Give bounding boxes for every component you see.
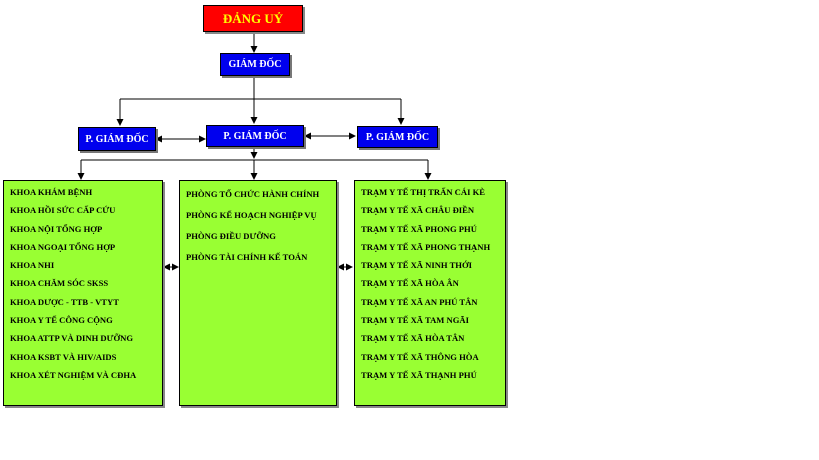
list-item: KHOA DƯỢC - TTB - VTYT <box>10 296 119 307</box>
list-item: TRẠM Y TẾ XÃ HÒA TÂN <box>361 333 465 344</box>
list-item: KHOA HỒI SỨC CẤP CỨU <box>10 205 116 216</box>
list-item: TRẠM Y TẾ THỊ TRẤN CÁI KÈ <box>361 187 485 197</box>
list-item: KHOA Y TẾ CÔNG CỘNG <box>10 315 113 326</box>
deputy-director-left: P. GIÁM ĐỐC <box>78 127 156 151</box>
list-item: PHÒNG KẾ HOẠCH NGHIỆP VỤ <box>186 210 317 220</box>
tram-panel: TRẠM Y TẾ THỊ TRẤN CÁI KÈ TRẠM Y TẾ XÃ C… <box>354 180 506 406</box>
deputy-director-center: P. GIÁM ĐỐC <box>206 125 304 147</box>
list-item: PHÒNG TỔ CHỨC HÀNH CHÍNH <box>186 189 320 199</box>
list-item: TRẠM Y TẾ XÃ THÔNG HÒA <box>361 351 479 362</box>
list-item: KHOA XÉT NGHIỆM VÀ CĐHA <box>10 369 137 380</box>
khoa-list: KHOA KHÁM BỆNH KHOA HỒI SỨC CẤP CỨU KHOA… <box>10 183 162 384</box>
list-item: TRẠM Y TẾ XÃ HÒA ÂN <box>361 278 459 289</box>
director-label: GIÁM ĐỐC <box>228 59 282 70</box>
list-item: TRẠM Y TẾ XÃ THẠNH PHÚ <box>361 369 477 380</box>
director-box: GIÁM ĐỐC <box>220 53 290 76</box>
list-item: KHOA ATTP VÀ DINH DƯỠNG <box>10 333 134 344</box>
list-item: KHOA KSBT VÀ HIV/AIDS <box>10 351 117 362</box>
deputy-director-left-label: P. GIÁM ĐỐC <box>85 133 149 145</box>
tram-list: TRẠM Y TẾ THỊ TRẤN CÁI KÈ TRẠM Y TẾ XÃ C… <box>361 183 505 384</box>
deputy-director-right-label: P. GIÁM ĐỐC <box>365 131 430 143</box>
list-item: TRẠM Y TẾ XÃ AN PHÚ TÂN <box>361 296 478 307</box>
list-item: TRẠM Y TẾ XÃ TAM NGÃI <box>361 315 469 326</box>
list-item: KHOA NỘI TỔNG HỢP <box>10 223 103 234</box>
list-item: PHÒNG ĐIỀU DƯỠNG <box>186 231 276 241</box>
khoa-panel: KHOA KHÁM BỆNH KHOA HỒI SỨC CẤP CỨU KHOA… <box>3 180 163 406</box>
list-item: KHOA NGOẠI TỔNG HỢP <box>10 241 116 252</box>
list-item: KHOA CHĂM SÓC SKSS <box>10 278 109 289</box>
party-committee-label: ĐẢNG UỶ <box>222 10 284 26</box>
list-item: KHOA NHI <box>10 260 55 271</box>
list-item: KHOA KHÁM BỆNH <box>10 187 93 197</box>
list-item: TRẠM Y TẾ XÃ CHÂU ĐIỀN <box>361 205 475 216</box>
list-item: TRẠM Y TẾ XÃ NINH THỚI <box>361 260 473 271</box>
party-committee-box: ĐẢNG UỶ <box>203 5 303 32</box>
phong-list: PHÒNG TỔ CHỨC HÀNH CHÍNH PHÒNG KẾ HOẠCH … <box>186 184 336 268</box>
list-item: TRẠM Y TẾ XÃ PHONG THẠNH <box>361 241 491 252</box>
list-item: PHÒNG TÀI CHÍNH KẾ TOÁN <box>186 252 308 262</box>
deputy-director-right: P. GIÁM ĐỐC <box>357 126 438 148</box>
deputy-director-center-label: P. GIÁM ĐỐC <box>223 130 287 142</box>
list-item: TRẠM Y TẾ XÃ PHONG PHÚ <box>361 223 477 234</box>
phong-panel: PHÒNG TỔ CHỨC HÀNH CHÍNH PHÒNG KẾ HOẠCH … <box>179 180 337 406</box>
